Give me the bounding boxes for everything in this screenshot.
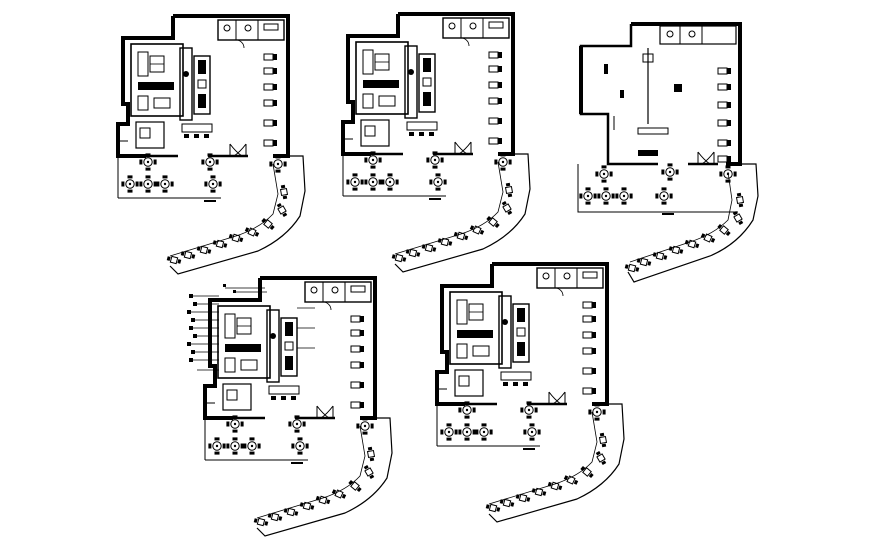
floor-plan-3 [578,24,758,282]
floor-plan-4 [187,278,392,536]
annotation-marks [187,284,236,362]
floor-plan-2 [343,14,530,272]
floor-plan-1 [118,16,305,274]
floor-plan-5 [437,264,624,522]
annotation-leaders [189,287,315,371]
